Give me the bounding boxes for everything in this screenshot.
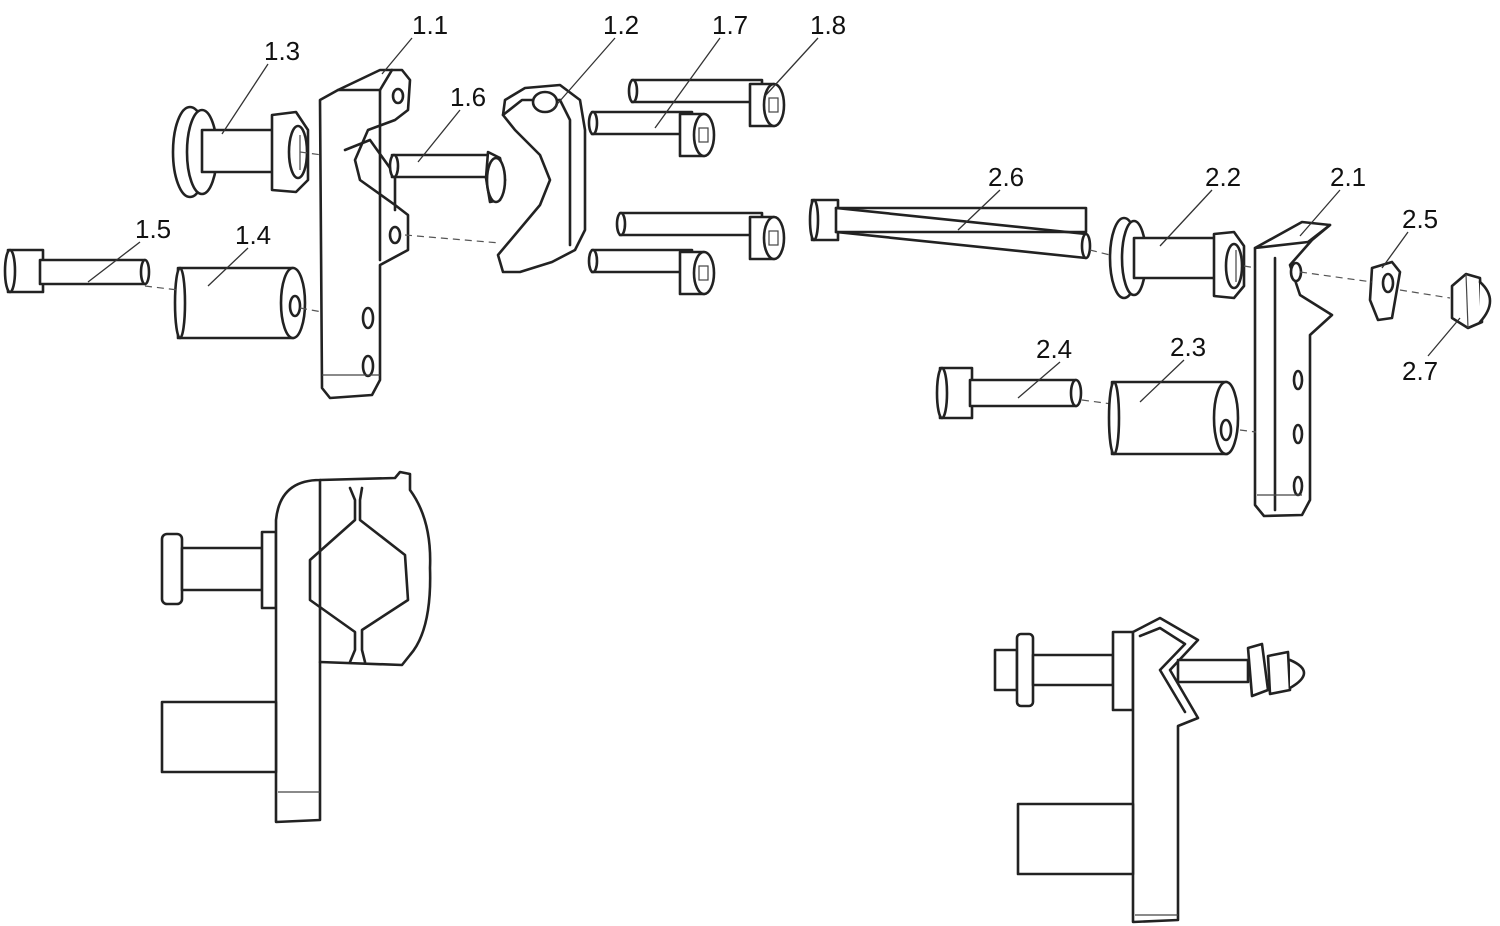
- label-2-1: 2.1: [1330, 162, 1366, 192]
- part-2-1-bracket: [1253, 220, 1334, 518]
- label-1-4: 1.4: [235, 220, 271, 250]
- axis-line: [1399, 289, 1451, 299]
- assembled-view-2: [993, 616, 1306, 924]
- label-1-3: 1.3: [264, 36, 300, 66]
- part-1-7-lower-socket-screws: [587, 211, 786, 296]
- part-labels: 1.3 1.1 1.2 1.7 1.8 1.6 1.5 1.4 2.6 2.2 …: [135, 10, 1438, 386]
- part-2-5-washer: [1368, 260, 1402, 322]
- part-1-8-socket-screw: [627, 78, 786, 128]
- label-2-7: 2.7: [1402, 356, 1438, 386]
- label-1-2: 1.2: [603, 10, 639, 40]
- part-2-7-acorn-nut: [1450, 272, 1492, 330]
- label-1-7: 1.7: [712, 10, 748, 40]
- axis-line: [1243, 265, 1257, 269]
- part-1-2-clamp-half: [496, 83, 587, 274]
- axis-line: [144, 285, 179, 291]
- part-1-3-knob-bolt: [171, 105, 310, 199]
- label-2-3: 2.3: [1170, 332, 1206, 362]
- label-1-8: 1.8: [810, 10, 846, 40]
- label-1-1: 1.1: [412, 10, 448, 40]
- axis-line: [1299, 271, 1373, 283]
- label-1-6: 1.6: [450, 82, 486, 112]
- part-1-6-countersunk-screw: [388, 150, 507, 204]
- part-1-4-sleeve: [173, 266, 307, 340]
- label-1-5: 1.5: [135, 214, 171, 244]
- assembled-view-1: [160, 470, 432, 824]
- label-2-2: 2.2: [1205, 162, 1241, 192]
- axis-line: [299, 307, 323, 313]
- part-2-3-sleeve: [1107, 380, 1257, 456]
- part-2-2-knob-bolt: [1108, 216, 1246, 300]
- label-2-4: 2.4: [1036, 334, 1072, 364]
- leader-lines: [87, 37, 1461, 403]
- part-1-5-bolt: [3, 248, 151, 294]
- part-2-6-long-bolt: [808, 198, 1111, 260]
- label-2-5: 2.5: [1402, 204, 1438, 234]
- part-1-1-clamp-bracket: [318, 68, 412, 400]
- axis-line: [404, 234, 501, 244]
- axis-line: [299, 151, 323, 156]
- part-1-7-socket-screw: [587, 110, 716, 158]
- label-2-6: 2.6: [988, 162, 1024, 192]
